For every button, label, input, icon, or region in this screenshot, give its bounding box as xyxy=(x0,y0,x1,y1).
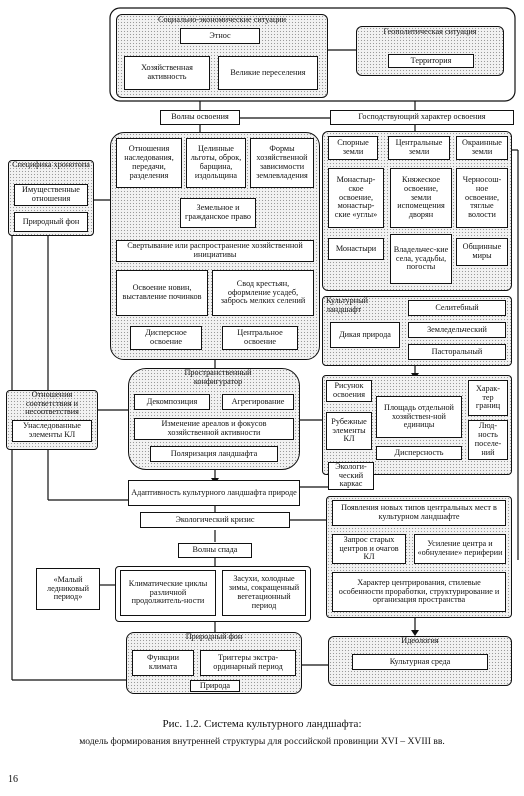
monasteries-box: Монастыри xyxy=(328,238,384,260)
landscape-title: Культурный ландшафт xyxy=(326,296,369,314)
communal-box: Общинные миры xyxy=(456,238,508,266)
peasant-exodus-box: Свод крестьян, оформление усадеб, заброс… xyxy=(212,270,314,316)
geopolitical-group xyxy=(356,26,504,76)
inherited-elements-box: Унаследованные элементы КЛ xyxy=(12,420,92,442)
geopolitical-title: Геополитическая ситуация xyxy=(383,27,477,36)
compression-box: Свертывание или распространение хозяйств… xyxy=(116,240,314,262)
inconsistency-title: Отношения соответствия и несоответствия xyxy=(25,390,79,417)
cultural-env-box: Культурная среда xyxy=(352,654,488,670)
chronotope-natural-bg-box: Природный фон xyxy=(14,212,88,232)
aggregation-box: Агрегирование xyxy=(222,394,294,410)
black-plough-box: Черносош-ное освоение, тяглые волости xyxy=(456,168,508,228)
ethnos-box: Этнос xyxy=(180,28,260,44)
inheritance-box: Отношения наследования, передачи, раздел… xyxy=(116,138,182,188)
pastoral-box: Пасторальный xyxy=(408,344,506,360)
frontier-elements-box: Рубежные элементы КЛ xyxy=(326,412,372,450)
eco-crisis-box: Экологический кризис xyxy=(140,512,290,528)
dominant-character-box: Господствующий характер освоения xyxy=(330,110,514,125)
figure-subcaption: модель формирования внутренней структуры… xyxy=(79,736,445,747)
configurator-title: Пространственный конфигуратор xyxy=(184,368,252,386)
land-law-box: Земельное и гражданское право xyxy=(180,198,256,228)
strengthening-box: Усиление центра и «обнуление» периферии xyxy=(414,534,506,564)
eco-frame-box: Экологи-ческий каркас xyxy=(328,462,374,490)
old-centers-box: Запрос старых центров и очагов КЛ xyxy=(332,534,406,564)
estates-box: Владельчес-кие села, усадьбы, погосты xyxy=(390,234,452,284)
new-places-emergence-box: Появления новых типов центральных мест в… xyxy=(332,500,506,526)
princely-development-box: Княжеское освоение, земли испомещения дв… xyxy=(390,168,452,228)
little-ice-age-box: «Малый ледниковый период» xyxy=(36,568,100,610)
outer-lands-box: Окраинные земли xyxy=(456,136,508,160)
populousness-box: Люд-ность поселе-ний xyxy=(468,420,508,460)
socioeconomic-title: Социально-экономические ситуации xyxy=(158,15,286,24)
economic-activity-box: Хозяйственная активность xyxy=(124,56,210,90)
habitat-change-box: Изменение ареалов и фокусов хозяйственно… xyxy=(134,418,294,440)
boundary-character-box: Харак-тер границ xyxy=(468,380,508,416)
adaptiveness-box: Адаптивность культурного ландшафта приро… xyxy=(128,480,300,506)
decomposition-box: Декомпозиция xyxy=(134,394,210,410)
territory-box: Территория xyxy=(388,54,474,68)
dispersity-box: Дисперсность xyxy=(376,446,462,460)
residential-box: Селитебный xyxy=(408,300,506,316)
property-box: Имущественные отношения xyxy=(14,184,88,206)
climatic-cycles-box: Климатические циклы различной продолжите… xyxy=(120,570,216,616)
central-lands-box: Центральные земли xyxy=(388,136,450,160)
unit-area-box: Площадь отдельной хозяйствен-ной единицы xyxy=(376,396,462,438)
settlement-pattern-box: Рисунок освоения xyxy=(326,380,372,402)
nature-box: Природа xyxy=(190,680,240,692)
triggers-box: Триггеры экстра-ординарный период xyxy=(200,650,296,676)
natural-bg-title: Природный фон xyxy=(185,632,243,641)
whole-benefits-box: Целинные льготы, оброк, барщина, издольщ… xyxy=(186,138,246,188)
migrations-box: Великие переселения xyxy=(218,56,318,90)
central-box: Центральное освоение xyxy=(222,326,298,350)
ideology-title: Идеология xyxy=(401,636,439,645)
dispersed-box: Дисперсное освоение xyxy=(130,326,202,350)
economic-dependence-box: Формы хозяйственной зависимости землевла… xyxy=(250,138,314,188)
figure-caption: Рис. 1.2. Система культурного ландшафта: xyxy=(162,718,362,730)
development-waves-box: Волны освоения xyxy=(160,110,240,125)
polarization-box: Поляризация ландшафта xyxy=(150,446,278,462)
droughts-box: Засухи, холодные зимы, сокращенный вегет… xyxy=(222,570,306,616)
new-lands-box: Освоение новин, выставление починков xyxy=(116,270,208,316)
decline-waves-box: Волны спада xyxy=(178,543,252,558)
page-number: 16 xyxy=(8,774,18,785)
agricultural-box: Земледельческий xyxy=(408,322,506,338)
contested-lands-box: Спорные земли xyxy=(328,136,378,160)
chronotope-title: Специфика хронотопа xyxy=(12,160,90,169)
climate-functions-box: Функции климата xyxy=(132,650,194,676)
monastic-development-box: Монастыр-ское освоение, монастыр-ские «у… xyxy=(328,168,384,228)
wild-nature-box: Дикая природа xyxy=(330,322,400,348)
centering-box: Характер центрирования, стилевые особенн… xyxy=(332,572,506,612)
